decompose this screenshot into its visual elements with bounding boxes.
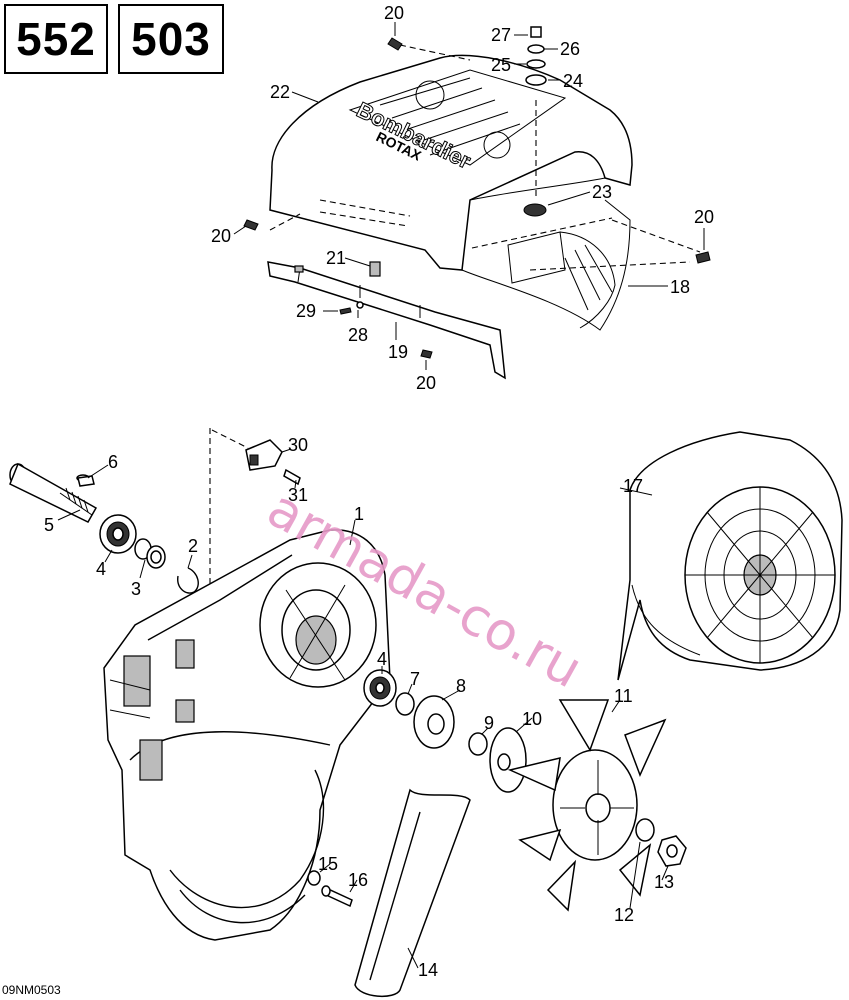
callout-8: 8	[456, 676, 467, 696]
callout-25: 25	[491, 55, 512, 75]
callout-16: 16	[348, 870, 369, 890]
bracket-19	[267, 261, 506, 380]
callout-9: 9	[484, 713, 495, 733]
callout-18: 18	[670, 277, 691, 297]
callout-29: 29	[296, 301, 317, 321]
callout-6: 6	[108, 452, 119, 472]
callout-20-right: 20	[694, 207, 715, 227]
callout-28: 28	[348, 325, 369, 345]
leader-lines-top	[233, 22, 705, 370]
callout-17: 17	[623, 476, 644, 496]
callout-13: 13	[654, 872, 675, 892]
washer-9	[468, 732, 488, 756]
callout-19: 19	[388, 342, 409, 362]
callout-11: 11	[614, 686, 633, 706]
callout-23: 23	[592, 182, 613, 202]
callout-27: 27	[491, 25, 512, 45]
washer-12	[635, 818, 655, 842]
callout-10: 10	[522, 709, 543, 729]
callout-21: 21	[326, 248, 347, 268]
model-503-box: 503	[118, 4, 224, 74]
callout-20-top: 20	[384, 3, 405, 23]
circlip-2	[177, 567, 199, 594]
fan-11	[507, 699, 667, 912]
shaft-5	[9, 462, 98, 523]
callout-31: 31	[288, 485, 309, 505]
callout-14: 14	[418, 960, 439, 980]
callout-15: 15	[318, 854, 339, 874]
screw-6	[77, 475, 95, 487]
callout-4-upper: 4	[96, 559, 107, 579]
clip-30	[245, 439, 301, 486]
hardware-15-16	[307, 870, 353, 908]
callout-7: 7	[410, 669, 421, 689]
callout-20-bottom: 20	[416, 373, 437, 393]
fan-housing-17	[617, 431, 843, 681]
callout-4-lower: 4	[377, 649, 388, 669]
washer-7	[395, 692, 415, 716]
callout-3: 3	[131, 579, 142, 599]
leader-lines-bottom	[57, 448, 669, 969]
nut-13	[657, 835, 687, 867]
callout-5: 5	[44, 515, 55, 535]
callout-24: 24	[563, 71, 584, 91]
pulley-8	[413, 695, 455, 749]
callout-20-left: 20	[211, 226, 232, 246]
model-552-box: 552	[4, 4, 108, 74]
bearing-4-upper	[99, 514, 137, 554]
hardware-top	[243, 26, 711, 359]
callout-12: 12	[614, 905, 635, 925]
callout-1: 1	[354, 504, 365, 524]
fan-cover-22: Bombardier ROTAX	[269, 54, 633, 331]
figure-code: 09NM0503	[2, 983, 61, 997]
spacers-3	[134, 538, 166, 569]
housing-1	[103, 529, 391, 941]
bearing-4-lower	[363, 669, 397, 707]
callout-22: 22	[270, 82, 291, 102]
belt-14	[354, 788, 471, 997]
plate-10	[489, 727, 527, 793]
callout-26: 26	[560, 39, 581, 59]
callout-30: 30	[288, 435, 309, 455]
callout-2: 2	[188, 536, 199, 556]
